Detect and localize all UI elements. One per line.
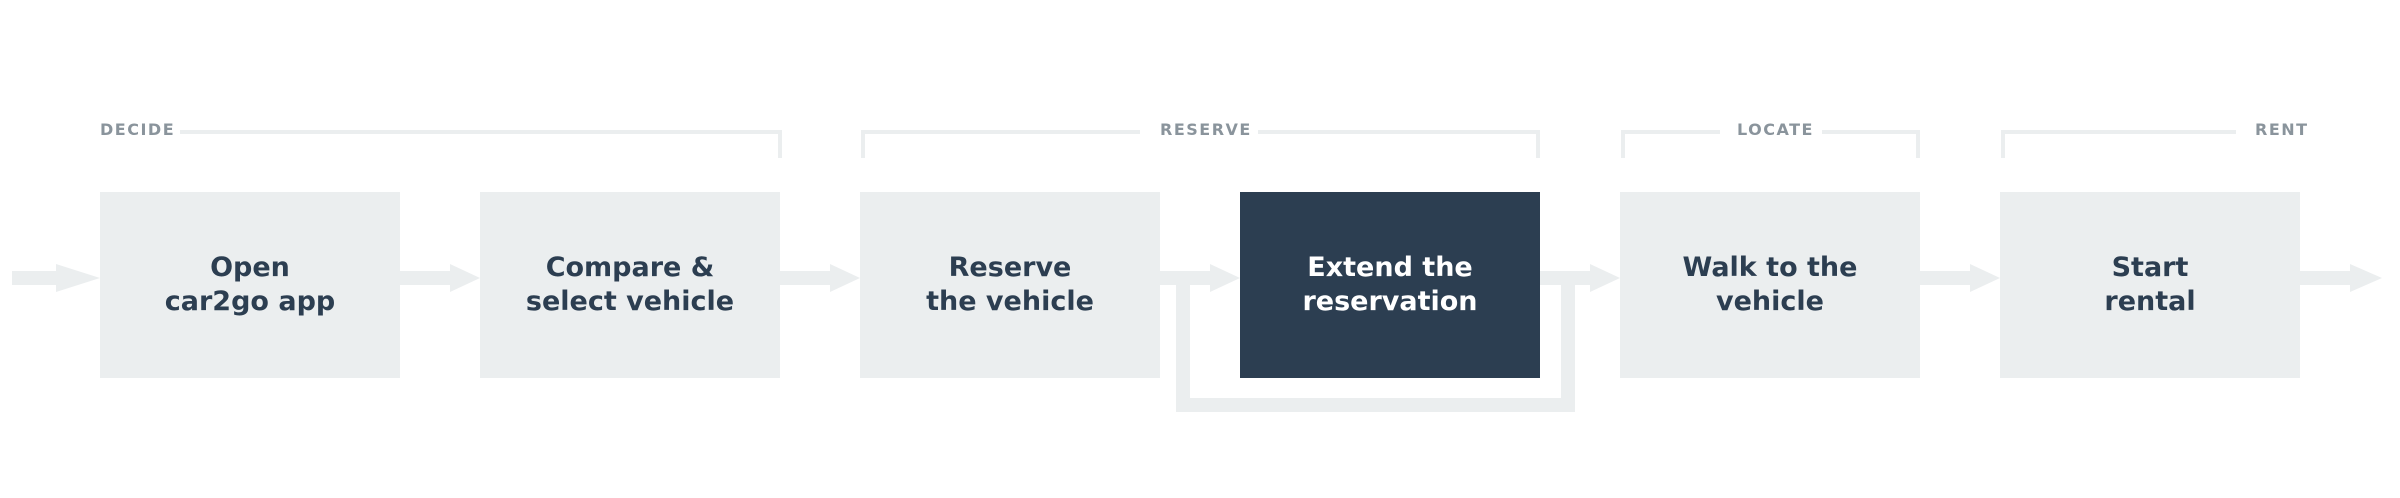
phase-label-decide: DECIDE (100, 120, 176, 139)
flow-arrow-2-3 (780, 264, 860, 292)
step-label-line: Start (2111, 252, 2189, 283)
extend-loop-connector (1176, 278, 1575, 412)
flow-arrow-4-5 (1540, 264, 1620, 292)
flow-arrow-5-6 (1920, 264, 2000, 292)
step-walk-to-vehicle: Walk to the vehicle (1620, 192, 1920, 378)
step-open-app: Open car2go app (100, 192, 400, 378)
flow-arrow-entry (12, 264, 100, 292)
step-label-line: select vehicle (525, 286, 735, 317)
step-label-line: vehicle (1716, 286, 1824, 317)
phase-label-rent: RENT (2255, 120, 2309, 139)
phase-bracket-decide (180, 130, 782, 158)
step-label-line: Walk to the (1682, 252, 1858, 283)
phase-bracket-rent (2001, 130, 2236, 158)
step-label-line: the vehicle (926, 286, 1094, 317)
step-label-line: rental (2104, 286, 2196, 317)
flow-arrow-exit (2300, 264, 2382, 292)
flow-arrow-3-4 (1160, 264, 1240, 292)
step-label-line: Reserve (948, 252, 1072, 283)
step-label-line: Open (210, 252, 290, 283)
flow-arrow-1-2 (400, 264, 480, 292)
step-label-line: Compare & (545, 252, 715, 283)
step-reserve-vehicle: Reserve the vehicle (860, 192, 1160, 378)
step-extend-reservation: Extend the reservation (1240, 192, 1540, 378)
step-start-rental: Start rental (2000, 192, 2300, 378)
step-label-line: Extend the (1307, 252, 1473, 283)
phase-label-reserve: RESERVE (1160, 120, 1252, 139)
phase-bracket-reserve (861, 130, 1540, 158)
phase-label-locate: LOCATE (1737, 120, 1814, 139)
step-label-line: reservation (1302, 286, 1478, 317)
phase-bracket-locate (1621, 130, 1920, 158)
step-label-line: car2go app (164, 286, 336, 317)
step-compare-select-vehicle: Compare & select vehicle (480, 192, 780, 378)
